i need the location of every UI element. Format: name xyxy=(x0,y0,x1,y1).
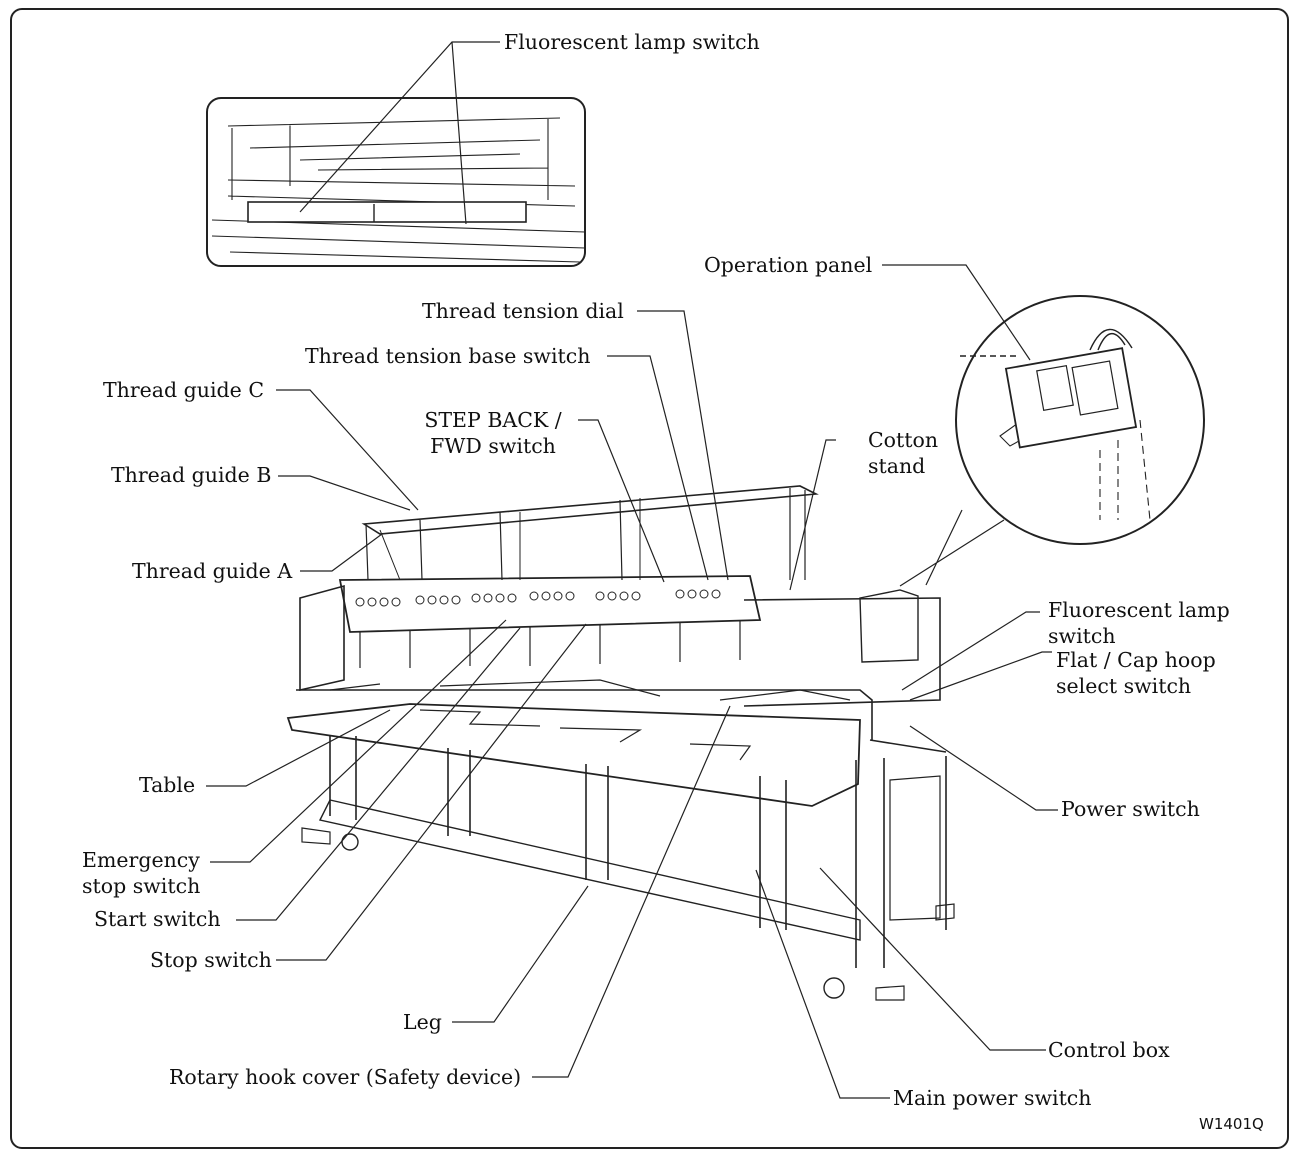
fluorescent-lamp-switch-right-label: Fluorescent lamp switch xyxy=(1048,598,1230,648)
thread-guide-a-label: Thread guide A xyxy=(132,559,293,583)
operation-panel-label: Operation panel xyxy=(704,253,873,277)
thread-guide-c-label: Thread guide C xyxy=(103,378,265,402)
thread-tension-base-switch-label: Thread tension base switch xyxy=(305,344,591,368)
fluorescent-lamp-switch-top-label: Fluorescent lamp switch xyxy=(504,30,760,54)
control-box-label: Control box xyxy=(1048,1038,1170,1062)
cotton-stand-label: Cotton stand xyxy=(868,428,939,478)
power-switch-label: Power switch xyxy=(1061,797,1200,821)
thread-tension-dial-label: Thread tension dial xyxy=(422,299,624,323)
step-back-fwd-switch-label: STEP BACK / FWD switch xyxy=(424,408,562,458)
flat-cap-hoop-select-switch-label: Flat / Cap hoop select switch xyxy=(1056,648,1216,698)
emergency-stop-switch-label: Emergency stop switch xyxy=(82,848,201,898)
operation-panel-inset xyxy=(899,295,1205,587)
figure-code: W1401Q xyxy=(1199,1115,1264,1133)
figure-frame xyxy=(10,8,1289,1149)
lamp-inset xyxy=(206,97,586,267)
table-label: Table xyxy=(139,773,196,797)
leader-lines xyxy=(206,41,1058,1099)
start-switch-label: Start switch xyxy=(94,907,221,931)
main-power-switch-label: Main power switch xyxy=(893,1086,1092,1110)
rotary-hook-cover-label: Rotary hook cover (Safety device) xyxy=(169,1065,522,1089)
leg-label: Leg xyxy=(403,1010,442,1034)
embroidery-machine xyxy=(286,485,955,1001)
thread-guide-b-label: Thread guide B xyxy=(111,463,272,487)
stop-switch-label: Stop switch xyxy=(150,948,272,972)
